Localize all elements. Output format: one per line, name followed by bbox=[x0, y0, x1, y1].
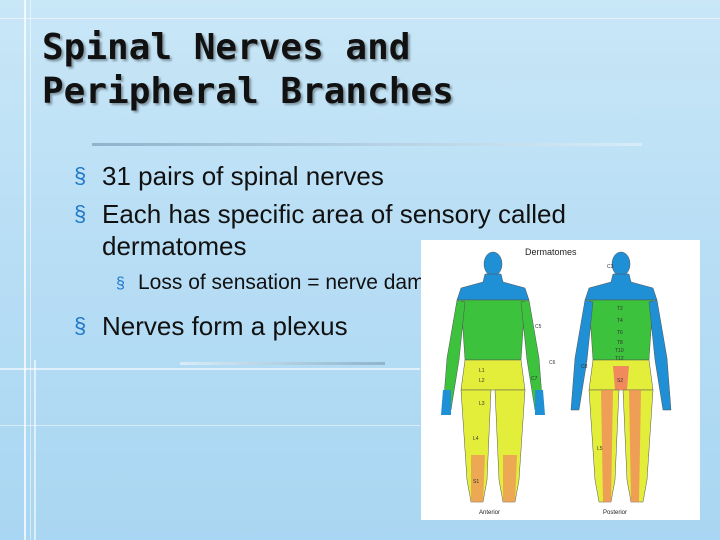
bullet-text: 31 pairs of spinal nerves bbox=[102, 161, 384, 191]
posterior-body bbox=[570, 251, 672, 503]
label-l2: L2 bbox=[479, 378, 485, 384]
label-t12: T12 bbox=[615, 356, 624, 362]
label-c8: C8 bbox=[581, 364, 588, 370]
label-c7: C7 bbox=[531, 376, 538, 382]
label-t6: T6 bbox=[617, 330, 623, 336]
title-line-1: Spinal Nerves and bbox=[42, 27, 411, 68]
posterior-shoulders bbox=[584, 273, 658, 301]
decor-line-vertical-3 bbox=[34, 360, 36, 540]
label-t8: T8 bbox=[617, 340, 623, 346]
bullet-text: Each has specific area of sensory called… bbox=[102, 199, 566, 261]
label-t4: T4 bbox=[617, 318, 623, 324]
label-c3: C3 bbox=[607, 264, 614, 270]
label-l3: L3 bbox=[479, 401, 485, 407]
bullet-underline bbox=[180, 362, 385, 365]
anterior-shoulders bbox=[456, 273, 530, 301]
label-s1: S1 bbox=[473, 479, 479, 485]
anterior-hand-left bbox=[535, 390, 545, 415]
title-line-2: Peripheral Branches bbox=[42, 71, 454, 112]
slide-title: Spinal Nerves and Peripheral Branches bbox=[42, 26, 454, 114]
decor-line-vertical-2 bbox=[30, 0, 31, 540]
label-c5: C5 bbox=[535, 324, 542, 330]
dermatome-diagram: Dermatomes L1 L2 L3 L4 S1 C5 C bbox=[441, 247, 672, 516]
figure-title: Dermatomes bbox=[525, 247, 577, 257]
bullet-marker: § bbox=[116, 275, 125, 292]
decor-line-horizontal-2 bbox=[0, 368, 420, 370]
posterior-head bbox=[611, 251, 631, 277]
posterior-arm-right bbox=[648, 299, 672, 411]
dermatome-figure: Dermatomes L1 L2 L3 L4 S1 C5 C bbox=[421, 240, 700, 520]
posterior-caption: Posterior bbox=[603, 510, 627, 516]
label-l4: L4 bbox=[473, 436, 479, 442]
posterior-sacrum bbox=[613, 366, 629, 390]
label-c6: C6 bbox=[549, 360, 556, 366]
anterior-torso bbox=[460, 299, 526, 361]
label-l1: L1 bbox=[479, 368, 485, 374]
posterior-arm-left bbox=[570, 299, 594, 411]
label-s2: S2 bbox=[617, 378, 623, 384]
anterior-body bbox=[441, 251, 545, 503]
anterior-hips bbox=[460, 359, 526, 391]
decor-line-horizontal-3 bbox=[0, 425, 420, 426]
bullet-marker: § bbox=[74, 201, 87, 226]
anterior-shin-left bbox=[503, 455, 517, 502]
bullet-item: § Nerves form a plexus bbox=[74, 310, 694, 342]
anterior-hand-right bbox=[441, 390, 451, 415]
bullet-item: § 31 pairs of spinal nerves bbox=[74, 160, 694, 192]
sub-bullet-item: § Loss of sensation = nerve damage bbox=[116, 270, 694, 296]
anterior-caption: Anterior bbox=[479, 510, 500, 516]
title-underline bbox=[92, 143, 642, 146]
anterior-shin-right bbox=[471, 455, 485, 502]
decor-line-horizontal-1 bbox=[0, 18, 720, 19]
label-t2: T2 bbox=[617, 306, 623, 312]
bullet-item: § Each has specific area of sensory call… bbox=[74, 198, 694, 262]
label-t10: T10 bbox=[615, 348, 624, 354]
posterior-thigh-right-strip bbox=[629, 390, 641, 502]
bullet-marker: § bbox=[74, 313, 87, 338]
bullet-text: Nerves form a plexus bbox=[102, 311, 348, 341]
label-l5: L5 bbox=[597, 446, 603, 452]
bullet-marker: § bbox=[74, 163, 87, 188]
bullet-list: § 31 pairs of spinal nerves § Each has s… bbox=[74, 160, 694, 348]
decor-line-vertical-1 bbox=[24, 0, 26, 540]
posterior-thigh-left-strip bbox=[601, 390, 613, 502]
sub-bullet-text: Loss of sensation = nerve damage bbox=[138, 271, 460, 294]
anterior-head bbox=[483, 251, 503, 277]
